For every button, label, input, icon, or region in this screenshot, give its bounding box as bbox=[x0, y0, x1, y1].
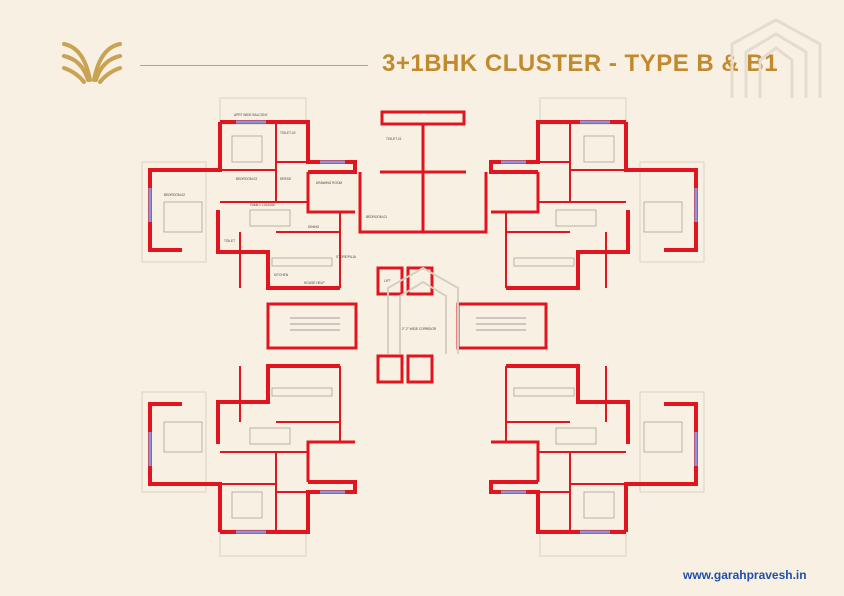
bed-furniture bbox=[163, 421, 203, 453]
interior-wall bbox=[220, 366, 341, 532]
room-label-bedroom01: BEDROOM-01 bbox=[366, 215, 387, 219]
terrace-pad bbox=[141, 391, 207, 493]
apartment-wing-bottom-left bbox=[141, 364, 357, 557]
bed-furniture bbox=[163, 201, 203, 233]
outer-wall bbox=[624, 402, 698, 532]
kitchen-counter bbox=[513, 387, 575, 397]
outer-wall bbox=[216, 210, 340, 290]
floor-plan-drawing: APRT WIDE BALCONY TOILET-02 BEDROOM-03 D… bbox=[141, 97, 705, 557]
title-divider-line bbox=[140, 65, 368, 66]
room-label-family: FAMILY LOUNGE bbox=[250, 203, 275, 207]
outer-wall bbox=[491, 440, 540, 482]
kitchen-counter bbox=[513, 257, 575, 267]
outer-wall bbox=[491, 172, 540, 214]
page-title: 3+1BHK CLUSTER - TYPE B & B1 bbox=[382, 50, 779, 77]
interior-wall bbox=[220, 122, 341, 288]
apartment-wing-top-left: APRT WIDE BALCONY TOILET-02 BEDROOM-03 D… bbox=[141, 97, 357, 290]
sofa-furniture bbox=[555, 209, 597, 227]
staircase-left bbox=[266, 302, 358, 350]
room-label-toilet: TOILET bbox=[224, 239, 235, 243]
central-core: TOILET-01 BEDROOM-01 LIFT 2" 2" WIDE COR… bbox=[266, 110, 548, 384]
outer-wall bbox=[148, 402, 222, 532]
outer-wall bbox=[489, 120, 626, 174]
outer-wall bbox=[624, 122, 698, 252]
bed-furniture bbox=[583, 135, 615, 163]
kitchen-counter bbox=[271, 387, 333, 397]
room-label-store: STORE/PUJA bbox=[336, 255, 357, 259]
lift-shaft bbox=[376, 354, 404, 384]
website-link[interactable]: www.garahpravesh.in bbox=[683, 568, 807, 582]
outer-wall bbox=[216, 364, 340, 444]
outer-wall bbox=[506, 210, 630, 290]
lift-shaft bbox=[406, 354, 434, 384]
room-label-dress: DRESS bbox=[280, 177, 291, 181]
outer-wall bbox=[306, 172, 355, 214]
room-label-bedroom02: BEDROOM-02 bbox=[164, 193, 185, 197]
lift-label: LIFT bbox=[384, 279, 391, 283]
wheat-wings-logo-icon bbox=[62, 42, 122, 84]
apartment-wing-top-right bbox=[489, 97, 705, 290]
bed-furniture bbox=[231, 135, 263, 163]
centre-watermark-icon bbox=[387, 266, 459, 354]
terrace-pad bbox=[141, 161, 207, 263]
room-label-bedroom03: BEDROOM-03 bbox=[236, 177, 257, 181]
corridor-label: 2" 2" WIDE CORRIDOR bbox=[402, 327, 437, 331]
staircase-right bbox=[456, 302, 548, 350]
bed-furniture bbox=[583, 491, 615, 519]
terrace-pad bbox=[639, 161, 705, 263]
terrace-pad bbox=[639, 391, 705, 493]
outer-wall bbox=[489, 480, 626, 534]
apartment-wing-bottom-right bbox=[489, 364, 705, 557]
room-label-dining: DINING bbox=[308, 225, 320, 229]
outer-wall bbox=[220, 480, 357, 534]
room-label-kitchen: KITCHEN bbox=[274, 273, 289, 277]
outer-wall bbox=[220, 120, 357, 174]
core-stair-top bbox=[380, 110, 466, 126]
kitchen-counter bbox=[271, 257, 333, 267]
interior-wall bbox=[505, 122, 626, 288]
interior-wall bbox=[505, 366, 626, 532]
room-label-balcony: APRT WIDE BALCONY bbox=[234, 113, 269, 117]
room-label-toilet01: TOILET-01 bbox=[386, 137, 402, 141]
sofa-furniture bbox=[249, 427, 291, 445]
bed-furniture bbox=[643, 201, 683, 233]
outer-wall bbox=[306, 440, 355, 482]
room-label-house-help: HOUSE HELP bbox=[304, 281, 325, 285]
bed-furniture bbox=[643, 421, 683, 453]
room-label-toilet02: TOILET-02 bbox=[280, 131, 296, 135]
sofa-furniture bbox=[555, 427, 597, 445]
lift-shaft bbox=[406, 266, 434, 296]
room-label-drawing: DRAWING ROOM bbox=[316, 181, 342, 185]
bed-furniture bbox=[231, 491, 263, 519]
outer-wall bbox=[506, 364, 630, 444]
building-outline-icon bbox=[730, 18, 822, 98]
core-wall bbox=[358, 124, 488, 234]
outer-wall bbox=[148, 122, 222, 252]
sofa-furniture bbox=[249, 209, 291, 227]
